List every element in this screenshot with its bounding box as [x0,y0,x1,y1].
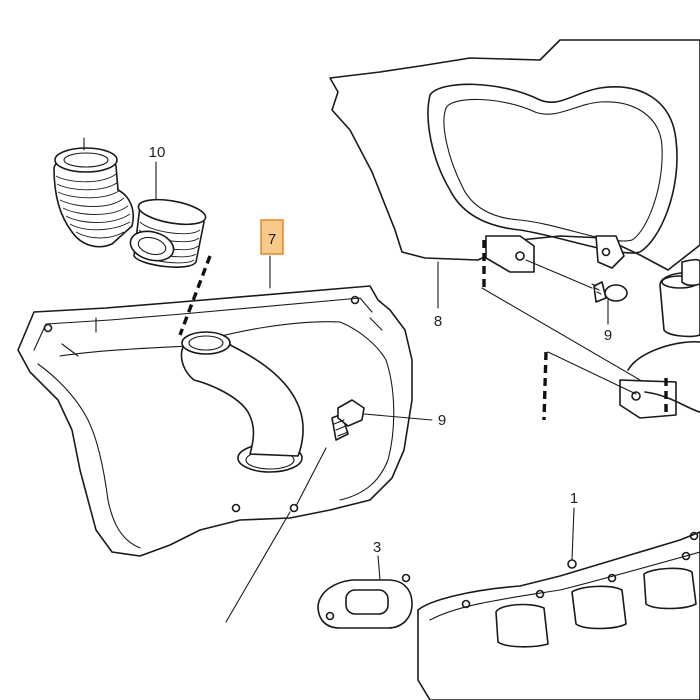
bolt-9-upper [591,281,628,303]
callout-7-highlight[interactable]: 7 [260,219,284,255]
upper-housing-part-8 [329,39,700,338]
bolt-9-lower [331,399,365,441]
callout-8-label: 8 [434,313,442,330]
manifold-part-1 [417,531,700,700]
callout-9-lower-label: 9 [438,412,446,429]
alignment-dashes [178,240,668,421]
gasket-part-3 [317,573,413,629]
callout-10-label: 10 [149,144,166,161]
heat-shield-part-7 [17,285,413,557]
callout-1-label: 1 [570,490,578,507]
callout-7-box [260,219,284,255]
elbow-pipe [180,331,304,457]
lower-right-bracket [619,340,700,419]
leader-lines [83,137,641,623]
callout-7-label: 7 [268,231,276,248]
callout-9-upper-label: 9 [604,327,612,344]
flexible-hose-part-10 [53,147,207,268]
callout-3-label: 3 [373,539,381,556]
